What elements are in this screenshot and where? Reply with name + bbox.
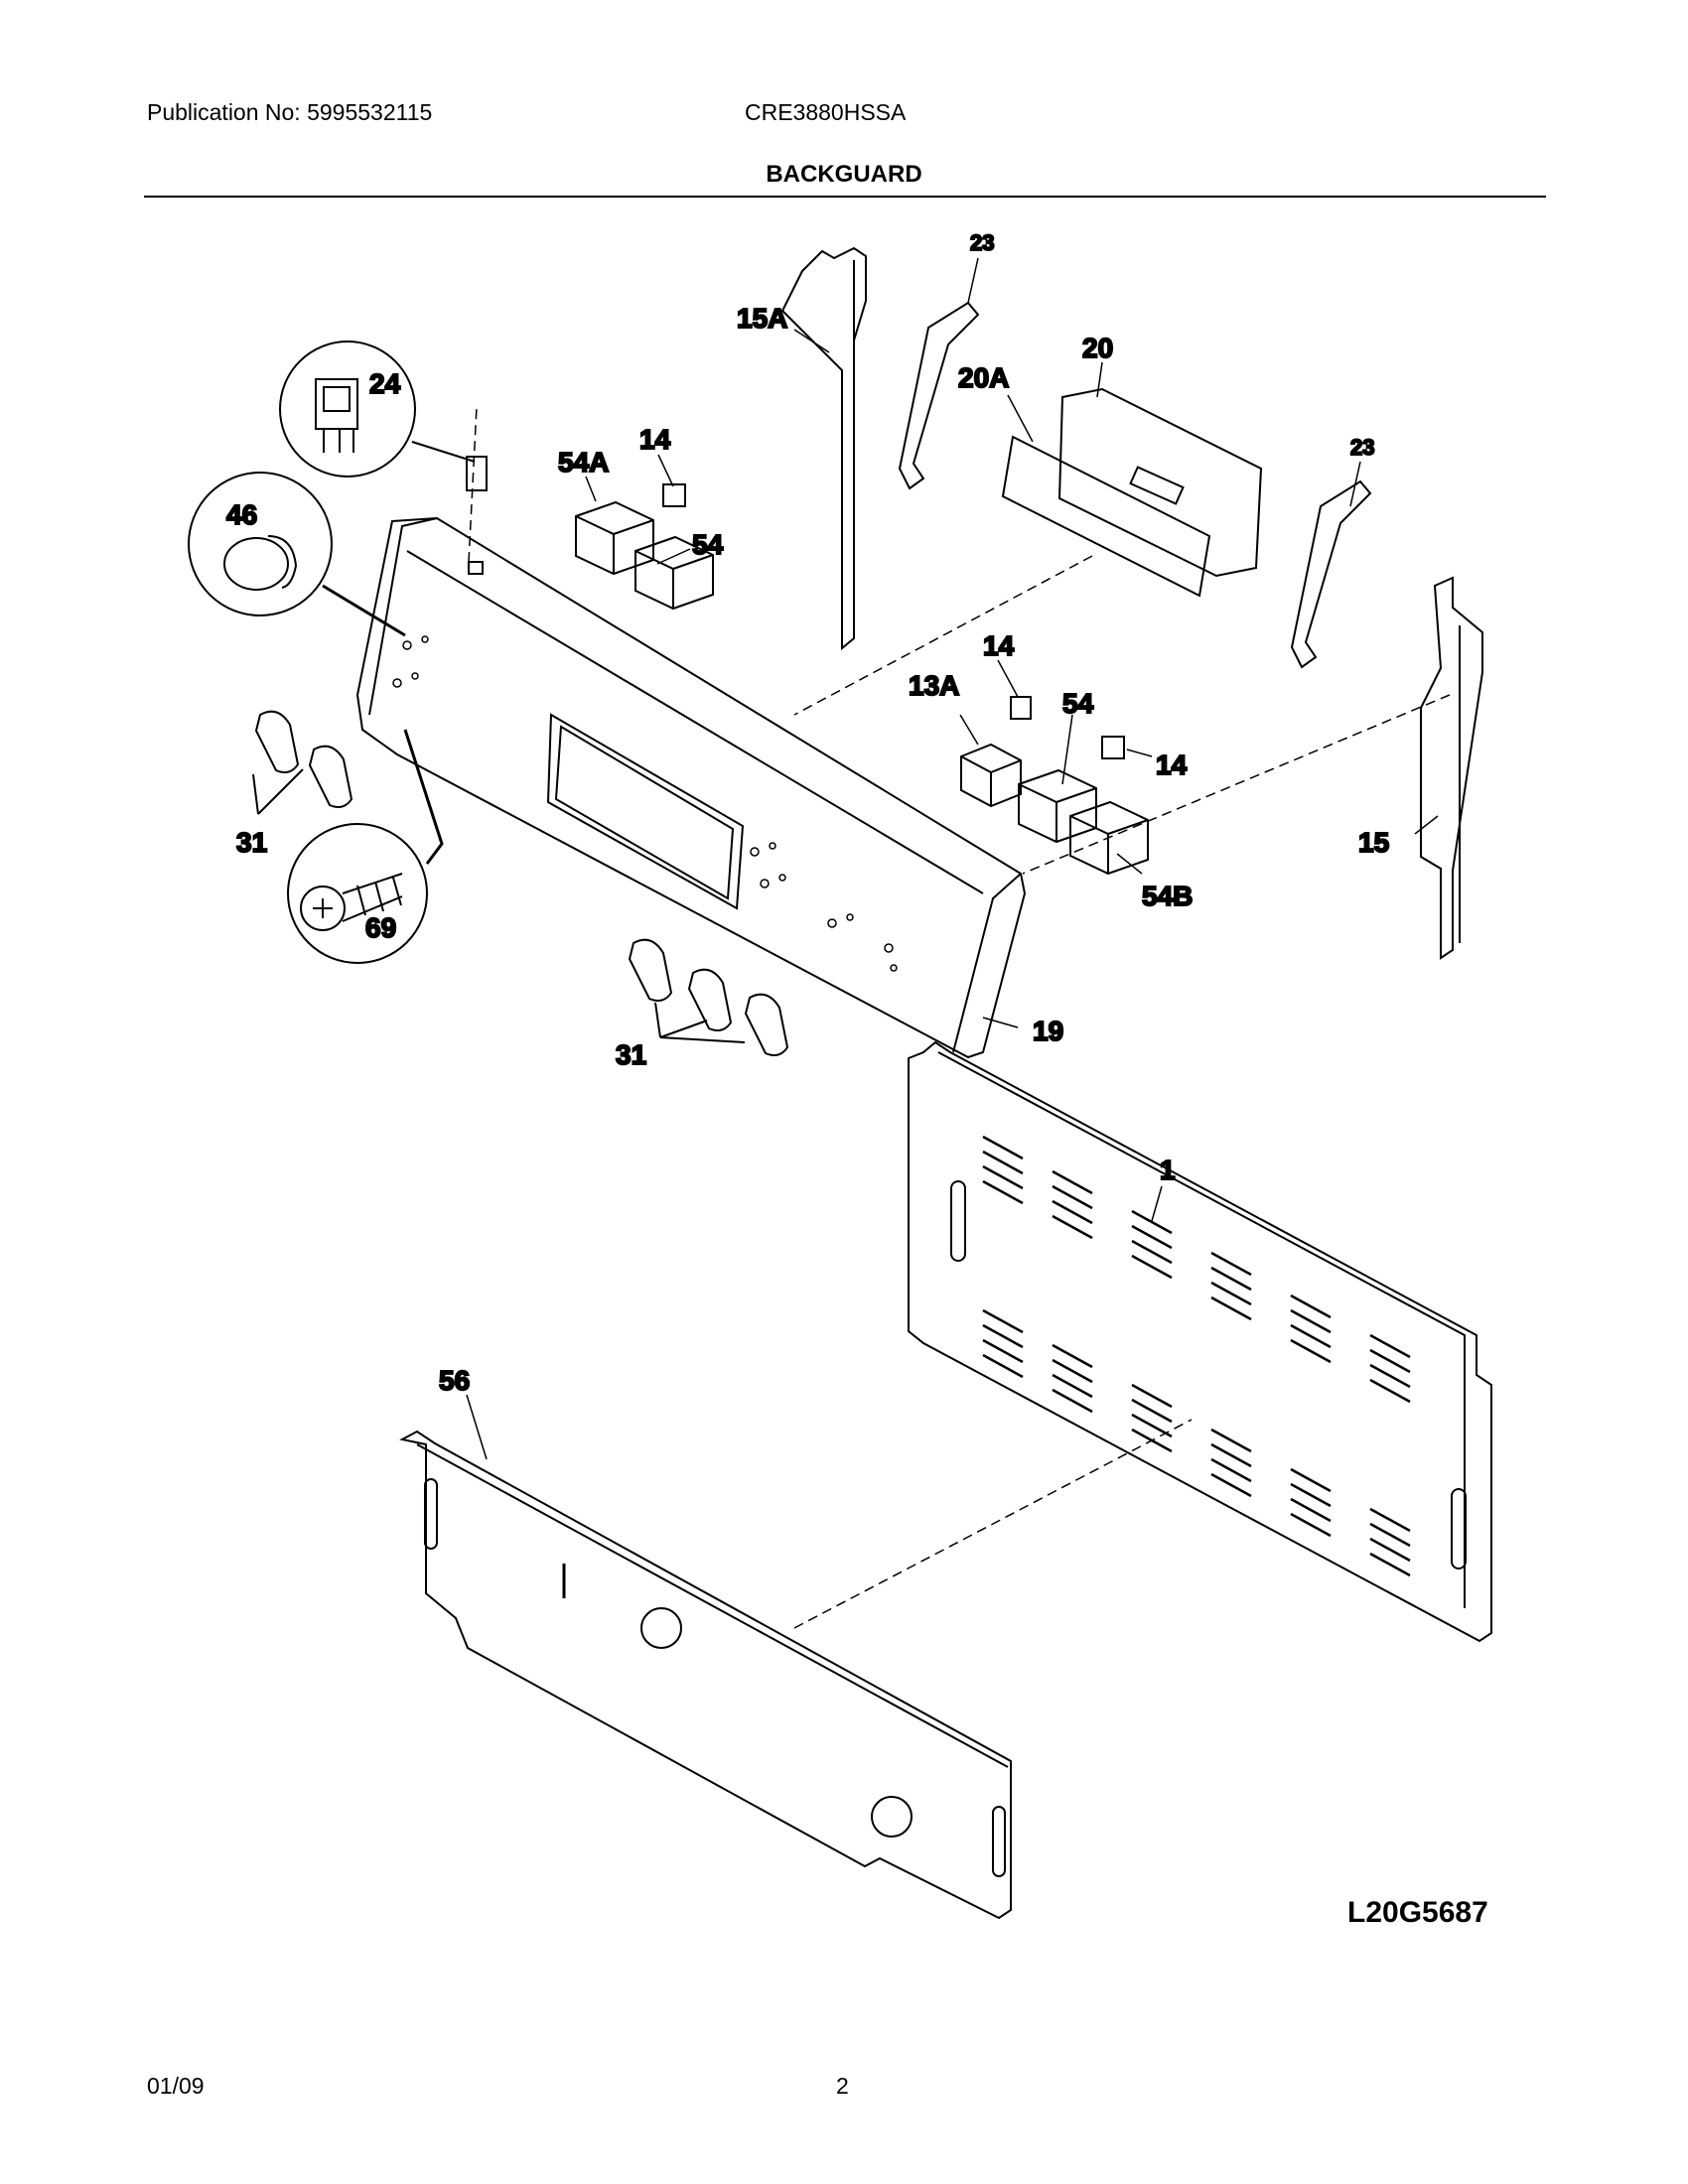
callout-46: 46 xyxy=(226,499,257,530)
panel-holes xyxy=(392,635,898,972)
publication-number: Publication No: 5995532115 xyxy=(147,99,433,125)
callout-14-right: 14 xyxy=(1156,750,1188,780)
callout-54-lower: 54 xyxy=(1062,688,1094,719)
control-board xyxy=(793,387,1451,875)
back-panel xyxy=(908,1040,1492,1643)
clips xyxy=(898,301,1372,669)
lower-panel xyxy=(399,1419,1193,1920)
control-knobs xyxy=(252,710,789,1056)
backguard-panel xyxy=(355,406,1027,1059)
diagram-reference-code: L20G5687 xyxy=(1347,1896,1488,1929)
model-number: CRE3880HSSA xyxy=(745,99,907,125)
callout-54-upper: 54 xyxy=(692,529,724,560)
section-title: BACKGUARD xyxy=(766,161,922,188)
callout-14-middle: 14 xyxy=(983,630,1015,661)
callout-19: 19 xyxy=(1033,1016,1063,1046)
callout-54B: 54B xyxy=(1142,881,1193,911)
detail-circle-46 xyxy=(188,472,406,637)
callout-54A: 54A xyxy=(558,447,609,478)
switches xyxy=(575,483,1149,876)
callout-24: 24 xyxy=(369,368,401,399)
callout-14-top: 14 xyxy=(639,424,671,455)
header-rule xyxy=(144,196,1546,198)
leader-lines xyxy=(466,257,1439,1460)
page-number: 2 xyxy=(836,2073,849,2099)
callout-69: 69 xyxy=(365,912,396,943)
detail-circle-69 xyxy=(287,729,444,964)
callout-31-bottom: 31 xyxy=(616,1039,646,1070)
side-brackets xyxy=(780,246,1483,960)
callout-15A: 15A xyxy=(737,303,787,334)
callout-23-right: 23 xyxy=(1350,435,1374,460)
callout-15: 15 xyxy=(1358,827,1389,858)
callout-56: 56 xyxy=(439,1365,470,1396)
callout-13A: 13A xyxy=(909,670,959,701)
detail-circle-24 xyxy=(279,341,488,491)
back-panel-vents xyxy=(982,1135,1411,1577)
callout-23-top: 23 xyxy=(970,230,994,255)
footer-date: 01/09 xyxy=(147,2073,205,2099)
callout-20: 20 xyxy=(1082,333,1113,363)
callout-1: 1 xyxy=(1160,1155,1176,1185)
callout-31-left: 31 xyxy=(236,827,267,858)
callout-20A: 20A xyxy=(958,362,1009,393)
